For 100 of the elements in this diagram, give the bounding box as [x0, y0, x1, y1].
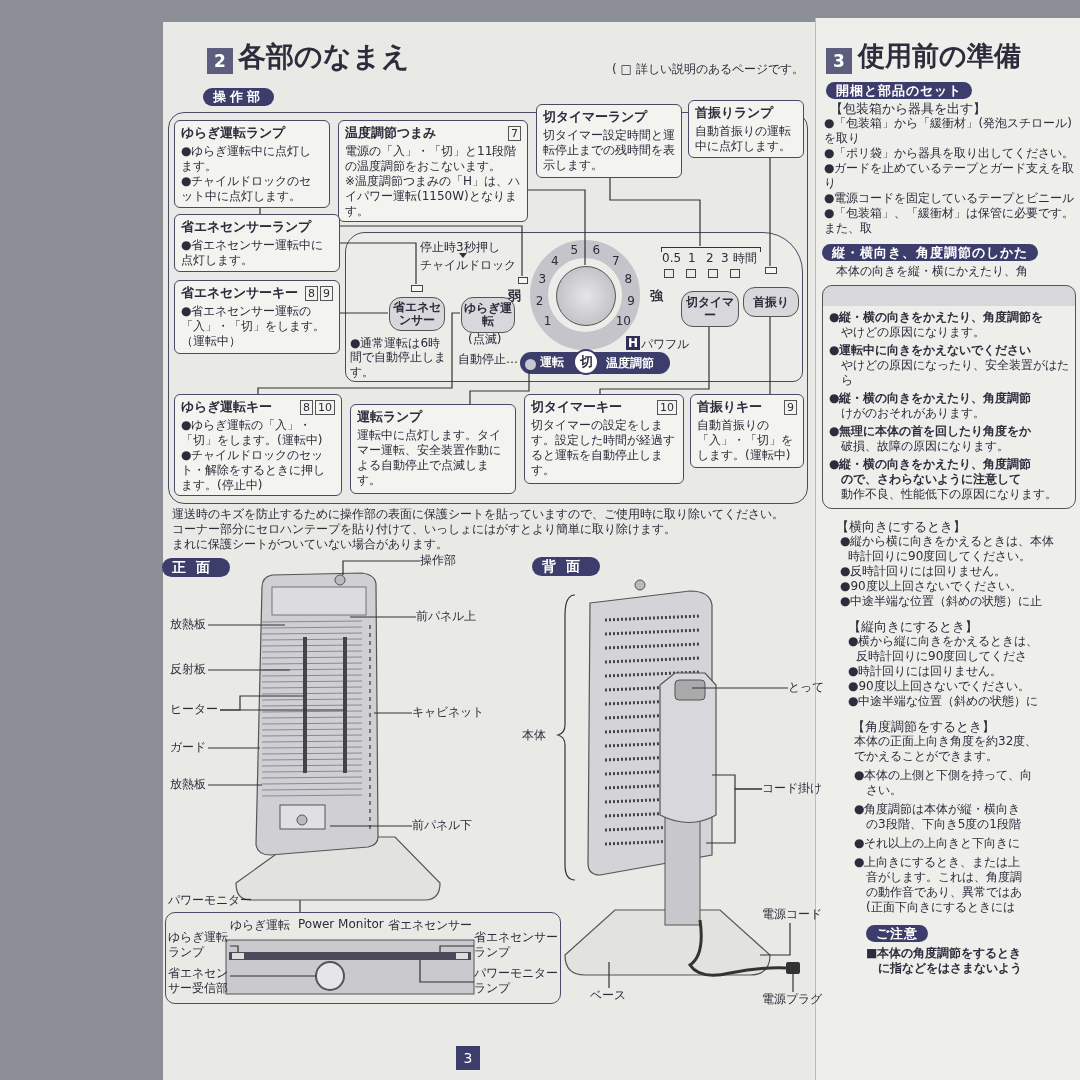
- page-reference: 7: [508, 125, 521, 141]
- page-title: 各部のなまえ: [238, 40, 410, 74]
- leader-line: [219, 709, 346, 711]
- body-text: ●縦から横に向きをかえるときは、本体: [840, 534, 1056, 549]
- callout-text: ※温度調節つまみの「H」は、ハイパワー運転(1150W)となります。: [345, 174, 521, 219]
- leader-line: [259, 207, 523, 277]
- note-text: まれに保護シートがついていない場合があります。: [172, 537, 448, 552]
- leader-line: [439, 945, 475, 953]
- body-text: 反時計回りに90度回してくださ: [856, 649, 1029, 664]
- dial-number: 4: [550, 253, 559, 268]
- section-number: 3: [826, 48, 852, 74]
- part-label: パワーモニター: [168, 893, 252, 908]
- warning-text: やけどの原因になったり、安全装置がはたら: [841, 358, 1070, 388]
- note-text: コーナー部分にセロハンテープを貼り付けて、いっしょにはがすとより簡単に取り除けます。: [172, 522, 676, 537]
- dial-number: 10: [615, 314, 631, 329]
- panel-text: 停止時3秒押し: [420, 240, 500, 255]
- power-plug: [786, 962, 800, 974]
- panel-button: 首振り: [743, 287, 799, 317]
- leader-line: [339, 312, 389, 314]
- panel-text: 運転: [540, 355, 564, 370]
- part-label: 反射板: [170, 662, 208, 678]
- leader-line: [207, 624, 286, 626]
- page-reference: 10: [657, 399, 677, 415]
- panel-text: 時間: [733, 251, 757, 266]
- panel-text: 1: [688, 251, 696, 266]
- callout-heading: 切タイマーキー: [531, 398, 623, 416]
- warning-text: ●縦・横の向きをかえたり、角度調節: [829, 391, 1033, 406]
- callout-heading: ゆらぎ運転キー: [181, 398, 273, 416]
- callout-text: 自動首振りの運転中に点灯します。: [695, 124, 792, 154]
- callout-heading: 運転ランプ: [357, 408, 424, 426]
- body-text: ●電源コードを固定しているテープとビニール: [824, 191, 1076, 206]
- section-number: 2: [207, 48, 233, 74]
- callout-box: [350, 404, 516, 494]
- section-tab: 縦・横向き、角度調節のしかた: [822, 244, 1038, 261]
- dial-number: 9: [627, 293, 635, 309]
- warning-text: ●運転中に向きをかえないでください: [829, 343, 1033, 358]
- warning-text: 動作不良、性能低下の原因になります。: [841, 487, 1058, 502]
- part-label: ガード: [170, 740, 208, 756]
- body-text: ●横から縦に向きをかえるときは、: [848, 634, 1040, 649]
- warning-text: ●縦・横の向きをかえたり、角度調節を: [829, 310, 1045, 325]
- note-text: ●通常運転は6時間で自動停止します。: [350, 336, 447, 380]
- leader-line: [469, 368, 530, 405]
- leader-line: [792, 973, 794, 993]
- callout-heading: 首振りランプ: [695, 104, 775, 122]
- callout-text: ●省エネセンサー運転中に点灯します。: [181, 238, 325, 268]
- part-label: 電源コード: [762, 907, 824, 923]
- warning-text: ので、さわらないように注意して: [841, 472, 1022, 487]
- callout-box: [524, 394, 684, 484]
- indicator-lamp: [411, 285, 423, 292]
- leader-line: [419, 959, 475, 983]
- body-text: (正面下向きにするときには: [866, 900, 1016, 915]
- callout-text: ●省エネセンサー運転の「入」・「切」をします。（運転中）: [181, 304, 326, 349]
- panel-button: 切タイマー: [681, 291, 739, 327]
- leader-line: [229, 945, 239, 953]
- leader-line: [599, 325, 710, 395]
- panel-text: Power Monitor: [298, 917, 384, 932]
- body-text: ●中途半端な位置（斜めの状態）に: [848, 694, 1040, 709]
- note-text: に指などをはさまないよう: [878, 961, 1023, 976]
- body-text: 音がします。これは、角度調: [866, 870, 1023, 885]
- dial-number: 5: [570, 243, 579, 258]
- part-label: 操作部: [420, 553, 458, 569]
- panel-text: 2: [706, 251, 714, 266]
- callout-box: [174, 394, 342, 496]
- body-text: ●90度以上回さないでください。: [840, 579, 1023, 594]
- warning-text: ●無理に本体の首を回したり角度をか: [829, 424, 1033, 439]
- leader-line: [229, 975, 317, 977]
- part-label: ベース: [590, 988, 628, 1004]
- part-label: とって: [788, 680, 826, 696]
- page-number: 3: [456, 1046, 480, 1070]
- page-reference: 10: [315, 399, 335, 415]
- body-text: ●中途半端な位置（斜めの状態）に止: [840, 594, 1044, 609]
- body-text: ●「ポリ袋」から器具を取り出してください。: [824, 146, 1076, 161]
- panel-text: 強: [650, 288, 663, 304]
- leader-line: [339, 242, 417, 285]
- warning-text: けがのおそれがあります。: [841, 406, 986, 421]
- leader-line: [759, 922, 791, 956]
- callout-text: ●ゆらぎ運転中に点灯します。: [181, 144, 313, 174]
- timer-lamp-row: [661, 247, 761, 279]
- leader-line: [705, 788, 763, 844]
- dial-knob: [556, 266, 616, 326]
- indicator-lamp: [765, 267, 777, 274]
- part-label: パワーモニターランプ: [474, 966, 560, 998]
- subheading: 【角度調節をするとき】: [852, 719, 996, 734]
- warning-text: 破損、故障の原因になります。: [841, 439, 1010, 454]
- part-label: 前パネル下: [412, 818, 474, 834]
- leader-line: [342, 560, 421, 576]
- subheading: 【縦向きにするとき】: [848, 619, 979, 634]
- panel-button: 省エネセンサー: [389, 297, 445, 331]
- body-text: さい。: [866, 783, 903, 798]
- part-label: ゆらぎ運転ランプ: [168, 930, 230, 962]
- callout-box: [174, 120, 330, 208]
- leader-line: [349, 616, 417, 618]
- page-reference: 9: [320, 285, 333, 301]
- callout-heading: ゆらぎ運転ランプ: [181, 124, 287, 142]
- section-tab: ご注意: [866, 925, 928, 942]
- body-text: ●ガードを止めているテープとガード支えを取り: [824, 161, 1076, 191]
- part-label: 省エネセンサー受信部: [168, 966, 230, 998]
- callout-box: [688, 100, 804, 158]
- leader-line: [207, 784, 263, 786]
- section-tab: 背面: [532, 557, 600, 576]
